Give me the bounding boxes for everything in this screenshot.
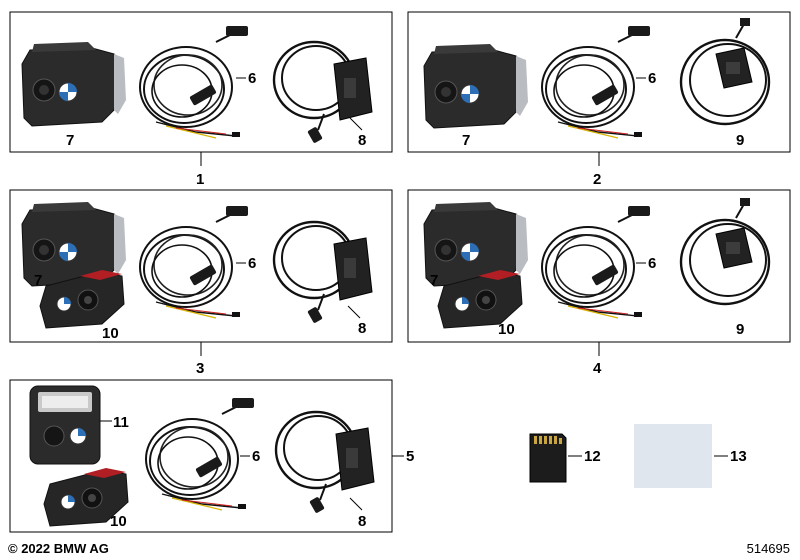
label-front-camera: 7 — [34, 272, 42, 289]
label-rear-camera: 10 — [110, 513, 127, 530]
document-number: 514695 — [746, 541, 790, 556]
label-power-module-b: 9 — [736, 132, 744, 149]
cable-harness-part — [139, 205, 249, 319]
kit-label-3: 3 — [196, 360, 204, 377]
sticker-part — [634, 424, 712, 488]
kit-label-1: 1 — [196, 171, 204, 188]
label-power-module-a: 8 — [358, 320, 366, 337]
cable-harness-part — [541, 205, 651, 319]
kit-label-5: 5 — [406, 448, 414, 465]
label-front-camera: 7 — [462, 132, 470, 149]
label-cable-harness: 6 — [648, 70, 656, 87]
power-module-b-part — [679, 196, 771, 306]
label-cable-harness: 6 — [648, 255, 656, 272]
label-power-module-a: 8 — [358, 513, 366, 530]
label-cable-harness: 6 — [252, 448, 260, 465]
power-module-b-part — [679, 16, 771, 126]
label-front-camera: 7 — [430, 272, 438, 289]
cable-harness-part — [541, 25, 651, 139]
power-module-part — [272, 220, 374, 325]
cable-harness-part — [139, 25, 249, 139]
label-power-module-b: 9 — [736, 321, 744, 338]
front-camera-part — [423, 43, 529, 129]
label-sd-card: 12 — [584, 448, 601, 465]
label-front-camera: 7 — [66, 132, 74, 149]
kit-label-2: 2 — [593, 171, 601, 188]
label-power-module-a: 8 — [358, 132, 366, 149]
label-cable-harness: 6 — [248, 70, 256, 87]
label-rear-camera: 10 — [498, 321, 515, 338]
cable-harness-part — [145, 397, 255, 511]
label-cable-harness: 6 — [248, 255, 256, 272]
power-module-part — [272, 40, 374, 145]
label-rear-camera: 10 — [102, 325, 119, 342]
front-camera-part — [21, 41, 127, 127]
power-module-part — [274, 410, 376, 515]
sd-card-part — [529, 433, 567, 483]
label-sticker: 13 — [730, 448, 747, 465]
label-camera-mount: 11 — [113, 414, 129, 431]
copyright-text: © 2022 BMW AG — [8, 541, 109, 556]
camera-with-mount-part — [29, 385, 101, 465]
kit-label-4: 4 — [593, 360, 602, 377]
